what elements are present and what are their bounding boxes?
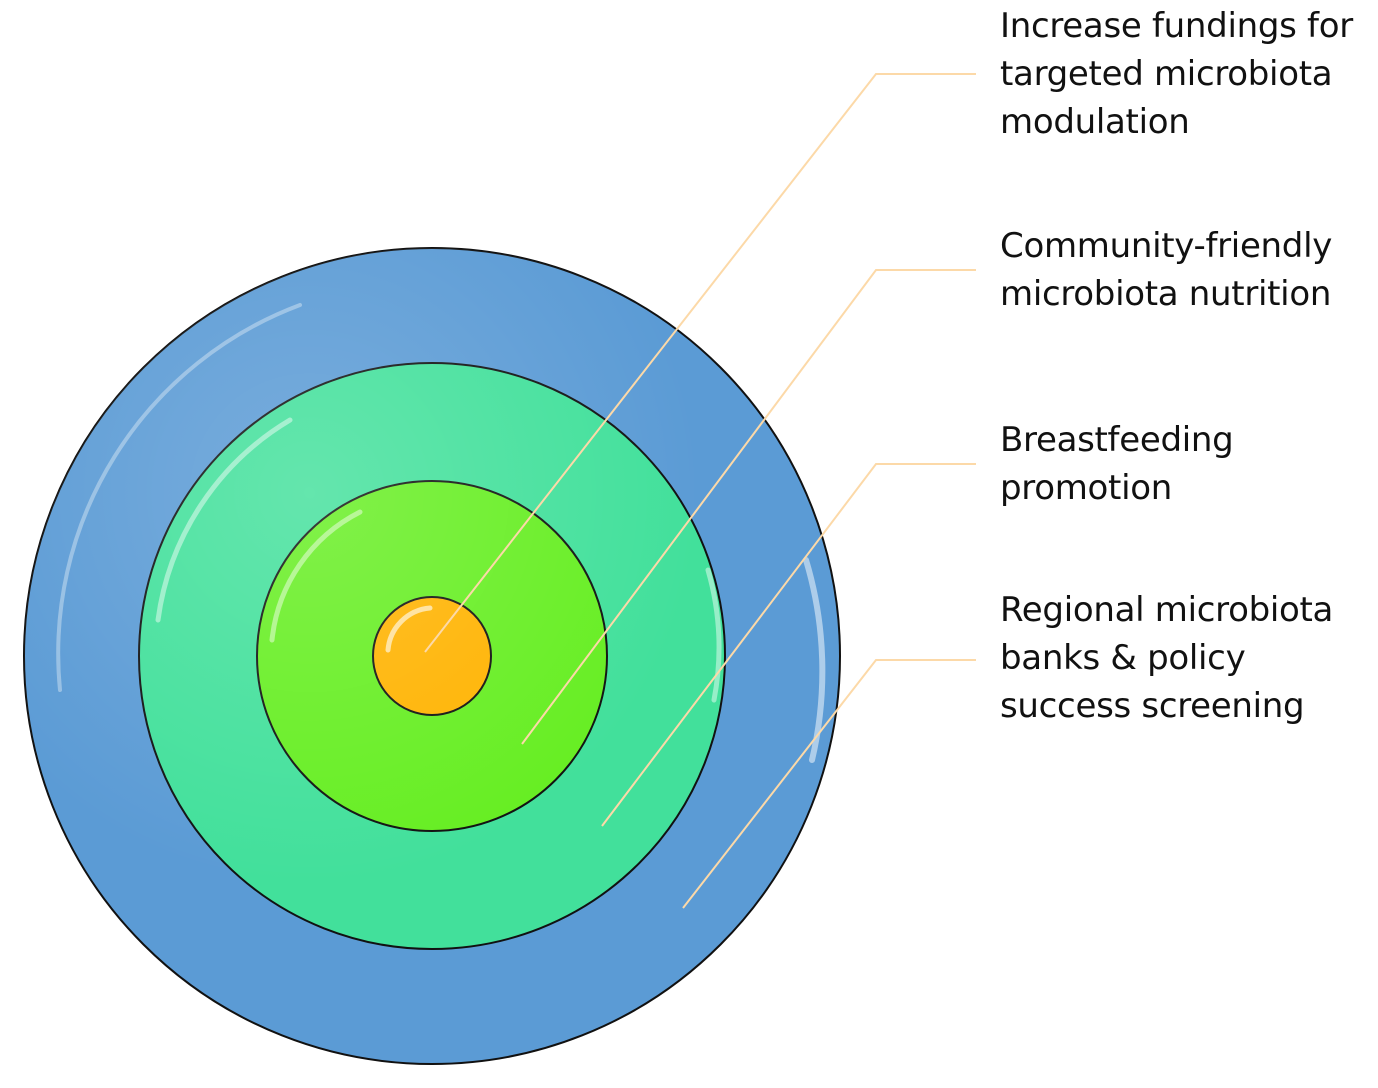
label-increase-fundings: Increase fundings for targeted microbiot… [1000, 6, 1353, 142]
leader-line-banks [682, 659, 976, 909]
label-community-nutrition: Community-friendly microbiota nutrition [1000, 226, 1333, 314]
leader-line-funding [424, 73, 976, 653]
leader-line-nutrition [521, 269, 976, 745]
label-breastfeeding-promotion: Breastfeeding promotion [1000, 420, 1234, 508]
diagram-shine [24, 248, 840, 1064]
label-regional-microbiota-banks: Regional microbiota banks & policy succe… [1000, 590, 1334, 726]
leader-line-breastfeeding [601, 463, 976, 827]
